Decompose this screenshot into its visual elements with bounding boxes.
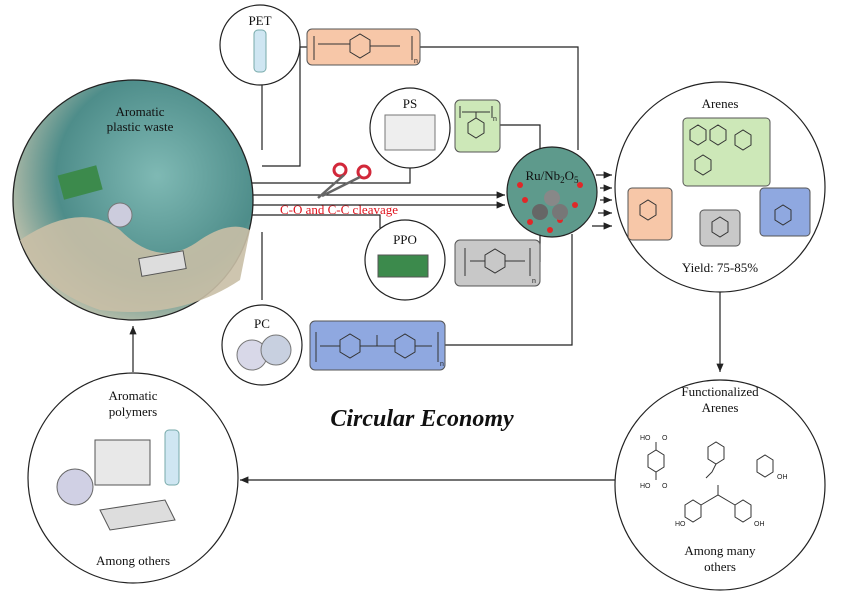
ps-structure-box <box>454 99 501 153</box>
arenes-yield: Yield: 75-85% <box>682 260 758 275</box>
cleavage-label: C-O and C-C cleavage <box>280 202 398 217</box>
functionalized-title-line2: Arenes <box>702 400 739 415</box>
atom-label: HO <box>640 483 651 490</box>
functionalized-arenes-circle: Functionalized Arenes HO O HO O OH HO OH… <box>614 379 826 591</box>
ps-label: PS <box>403 96 417 111</box>
center-title: Circular Economy <box>330 406 514 432</box>
atom-label: OH <box>754 521 765 528</box>
ppo-label: PPO <box>393 232 417 247</box>
aromatic-plastic-waste-circle: Aromatic plastic waste <box>12 79 254 321</box>
catalyst-node: Ru/Nb2O5 <box>506 146 598 238</box>
atom-label: O <box>662 435 668 442</box>
scissors-icon <box>317 162 372 199</box>
pet-node: PET n <box>219 4 421 86</box>
pet-subscript: n <box>414 58 418 65</box>
atom-label: O <box>662 483 668 490</box>
ppo-node: PPO n <box>364 219 541 301</box>
atom-label: OH <box>777 474 788 481</box>
ppo-subscript: n <box>532 278 536 285</box>
pc-label: PC <box>254 316 270 331</box>
aromatic-polymers-footer: Among others <box>96 553 170 568</box>
waste-label-line1: Aromatic <box>115 104 164 119</box>
functionalized-footer-line2: others <box>704 559 736 574</box>
aromatic-polymers-title-line1: Aromatic <box>108 388 157 403</box>
pc-subscript: n <box>440 361 444 368</box>
connector-lines <box>129 46 724 484</box>
waste-label-line2: plastic waste <box>107 119 174 134</box>
functionalized-footer-line1: Among many <box>684 543 756 558</box>
ps-subscript: n <box>493 116 497 123</box>
functionalized-title-line1: Functionalized <box>681 384 759 399</box>
aromatic-polymers-title-line2: polymers <box>109 404 157 419</box>
aromatic-polymers-circle: Aromatic polymers Among others <box>27 372 239 584</box>
ps-node: PS n <box>369 87 501 169</box>
arenes-title: Arenes <box>702 96 739 111</box>
atom-label: HO <box>675 521 686 528</box>
pet-structure-box <box>306 28 421 66</box>
pc-node: PC n <box>221 304 446 386</box>
catalyst-label: Ru/Nb2O5 <box>525 168 579 185</box>
arenes-circle: Arenes Yield: 75-85% <box>614 81 826 293</box>
ppo-structure-box <box>454 239 541 287</box>
atom-label: HO <box>640 435 651 442</box>
pet-label: PET <box>248 13 271 28</box>
